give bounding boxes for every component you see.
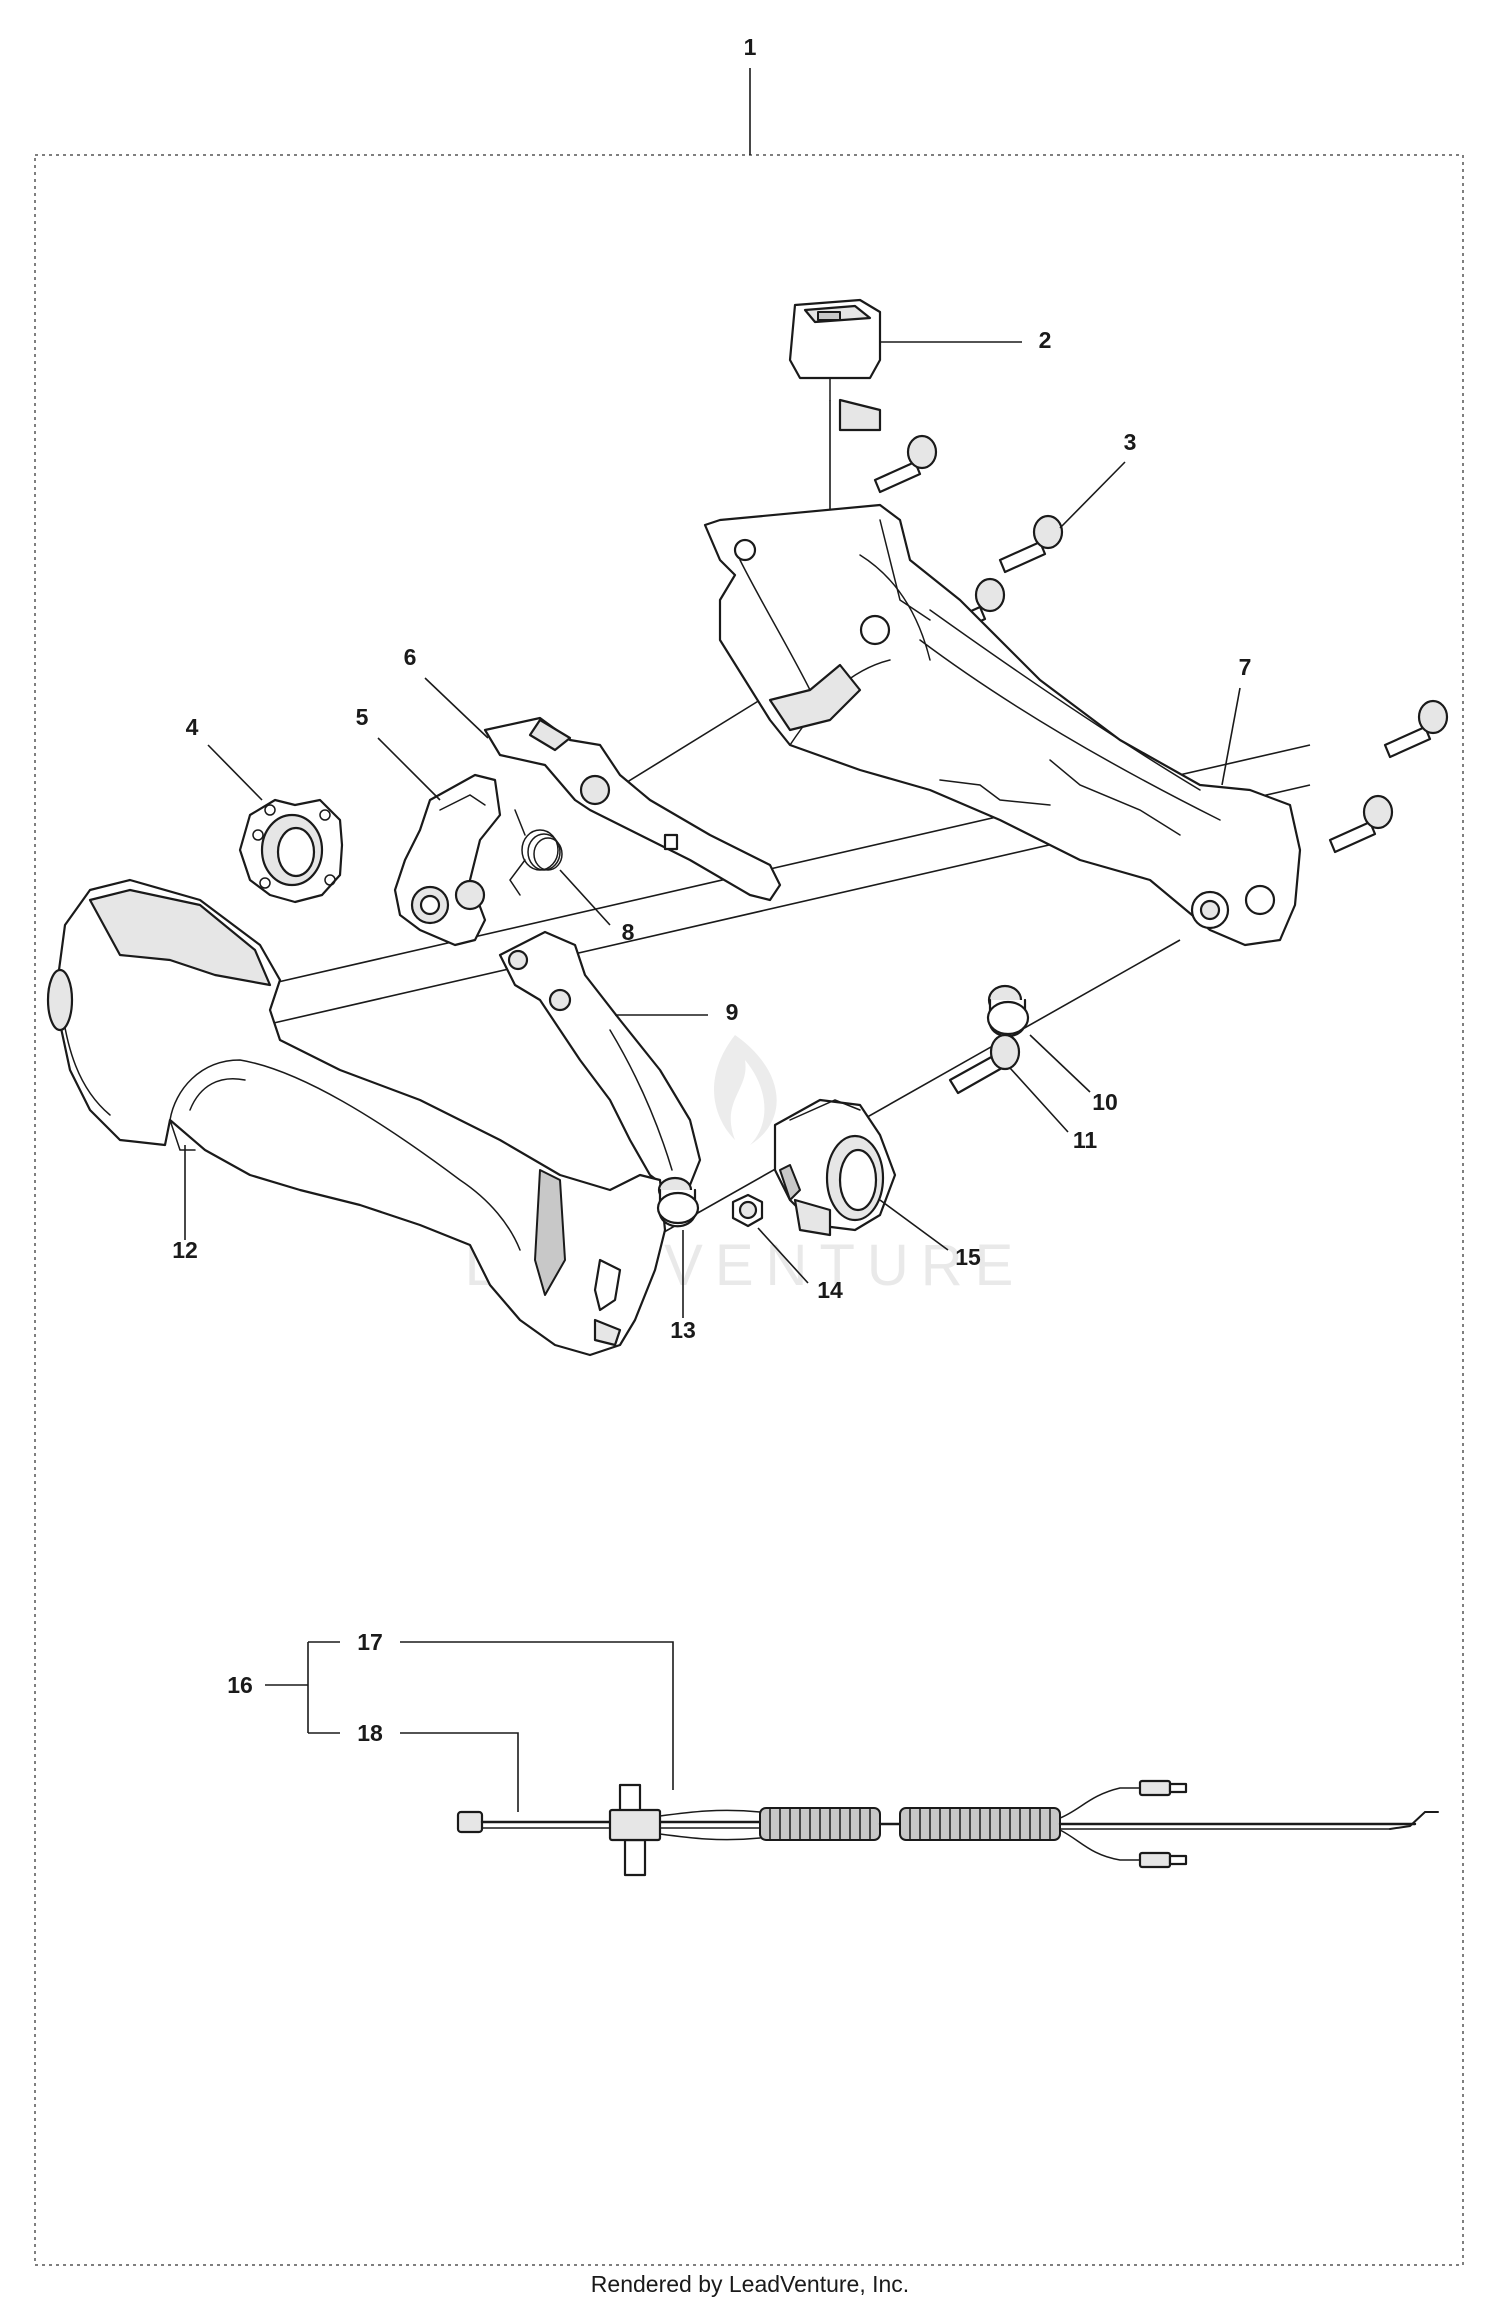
callout-3: 3 (1124, 429, 1137, 455)
screw-11-part (948, 1033, 1021, 1095)
nut-part (731, 1193, 764, 1228)
callout-7: 7 (1239, 654, 1252, 680)
handle-frame-part (703, 398, 1302, 947)
wiring-harness-part (456, 1779, 1439, 1877)
star-nut-part (238, 798, 344, 904)
callout-14: 14 (817, 1277, 843, 1303)
callout-18: 18 (357, 1720, 383, 1746)
watermark-logo (714, 1035, 777, 1145)
clamp-part (773, 1098, 897, 1237)
bushing-13-part (656, 1176, 700, 1228)
callout-15: 15 (955, 1244, 981, 1270)
callout-2: 2 (1039, 327, 1052, 353)
coil-2 (899, 1807, 1061, 1841)
callout-10: 10 (1092, 1089, 1118, 1115)
callout-5: 5 (356, 704, 369, 730)
callout-17: 17 (357, 1629, 383, 1655)
leader-8 (559, 869, 611, 926)
callout-11: 11 (1073, 1127, 1098, 1153)
callout-1: 1 (744, 34, 757, 60)
footer-credit: Rendered by LeadVenture, Inc. (591, 2271, 909, 2297)
switch-part (788, 298, 882, 535)
assembly-boundary (34, 154, 1464, 2266)
callout-9: 9 (726, 999, 739, 1025)
trigger-part (498, 930, 702, 1192)
leader-3 (1059, 461, 1126, 529)
leader-5 (377, 737, 441, 801)
callout-16: 16 (227, 1672, 253, 1698)
coil-1 (759, 1807, 881, 1841)
leader-6 (424, 677, 489, 739)
callout-4: 4 (186, 714, 199, 740)
leader-14 (757, 1227, 809, 1284)
handle-housing-part (46, 878, 667, 1357)
leader-18 (400, 1732, 519, 1812)
leader-4 (207, 744, 263, 801)
callout-8: 8 (622, 919, 635, 945)
throttle-lever-part (483, 716, 782, 902)
callout-13: 13 (670, 1317, 696, 1343)
leader-10 (1029, 1034, 1091, 1093)
spring-part (509, 809, 563, 896)
leader-7 (1221, 687, 1241, 786)
leader-17 (400, 1641, 674, 1790)
callout-6: 6 (404, 644, 417, 670)
bracket-16-17-18 (265, 1641, 340, 1734)
callout-12: 12 (172, 1237, 198, 1263)
bushing-part (986, 984, 1030, 1038)
leader-11 (1009, 1067, 1069, 1133)
bracket-part (393, 773, 502, 947)
leader-15 (879, 1199, 949, 1251)
